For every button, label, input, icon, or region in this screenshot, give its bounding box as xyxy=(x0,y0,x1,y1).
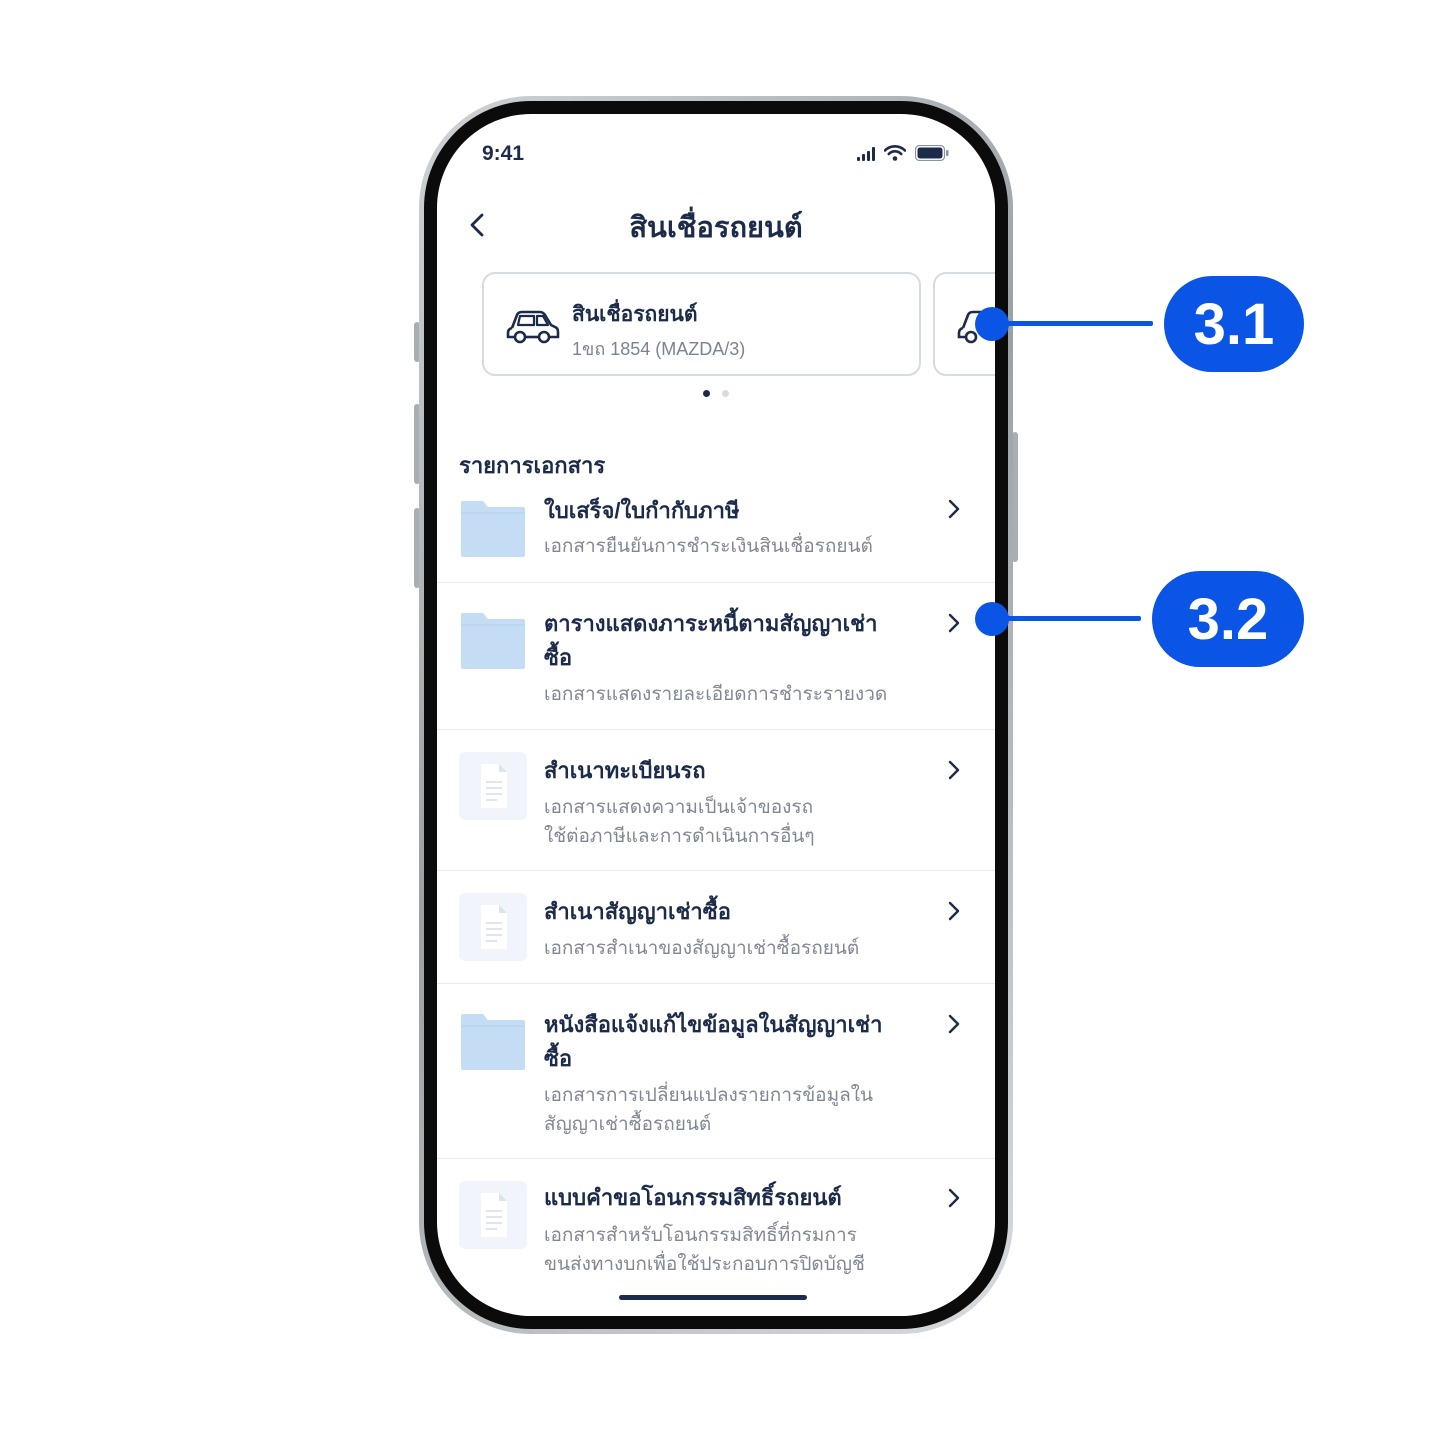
document-list: ใบเสร็จ/ใบกำกับภาษี เอกสารยืนยันการชำระเ… xyxy=(437,484,995,1299)
power-button xyxy=(1012,432,1018,562)
volume-up-button xyxy=(414,404,420,484)
silent-switch xyxy=(414,322,420,362)
loan-card[interactable]: สินเชื่อรถยนต์ 1ขถ 1854 (MAZDA/3) xyxy=(482,272,921,376)
document-description: เอกสารสำหรับโอนกรรมสิทธิ์ที่กรมการขนส่งท… xyxy=(544,1225,865,1275)
document-item-debt-schedule[interactable]: ตารางแสดงภาระหนี้ตามสัญญาเช่าซื้อ เอกสาร… xyxy=(437,583,995,730)
folder-icon xyxy=(461,501,525,557)
phone-bezel: 9:41 สินเชื่อรถยนต์ xyxy=(424,101,1008,1329)
callout-connector-line xyxy=(995,616,1141,621)
callout-badge: 3.2 xyxy=(1152,571,1304,667)
document-item-registration-copy[interactable]: สำเนาทะเบียนรถ เอกสารแสดงความเป็นเจ้าของ… xyxy=(437,730,995,871)
document-icon xyxy=(459,1181,527,1249)
battery-icon xyxy=(915,145,949,161)
document-title: ตารางแสดงภาระหนี้ตามสัญญาเช่าซื้อ xyxy=(544,611,878,670)
chevron-right-icon[interactable] xyxy=(944,759,964,781)
document-description: เอกสารการเปลี่ยนแปลงรายการข้อมูลในสัญญาเ… xyxy=(544,1085,874,1135)
document-description: เอกสารแสดงรายละเอียดการชำระรายงวด xyxy=(544,684,888,705)
phone-frame: 9:41 สินเชื่อรถยนต์ xyxy=(419,96,1013,1334)
document-icon xyxy=(459,752,527,820)
document-item-contract-copy[interactable]: สำเนาสัญญาเช่าซื้อ เอกสารสำเนาของสัญญาเช… xyxy=(437,871,995,984)
carousel-dots xyxy=(437,390,995,397)
car-icon xyxy=(506,310,560,344)
card-plate: 1ขถ 1854 (MAZDA/3) xyxy=(572,339,746,359)
signal-icon xyxy=(857,147,875,161)
status-time: 9:41 xyxy=(482,142,525,165)
section-title: รายการเอกสาร xyxy=(459,453,606,478)
volume-down-button xyxy=(414,508,420,588)
callout-badge: 3.1 xyxy=(1164,276,1304,372)
document-title: สำเนาสัญญาเช่าซื้อ xyxy=(544,899,731,924)
chevron-right-icon[interactable] xyxy=(944,1013,964,1035)
document-title: แบบคำขอโอนกรรมสิทธิ์รถยนต์ xyxy=(544,1185,842,1210)
chevron-right-icon[interactable] xyxy=(944,1187,964,1209)
document-icon xyxy=(459,893,527,961)
back-chevron-icon[interactable] xyxy=(465,212,491,238)
document-title: หนังสือแจ้งแก้ไขข้อมูลในสัญญาเช่าซื้อ xyxy=(544,1012,883,1071)
document-description: เอกสารสำเนาของสัญญาเช่าซื้อรถยนต์ xyxy=(544,938,860,959)
card-title: สินเชื่อรถยนต์ xyxy=(572,303,698,326)
document-title: ใบเสร็จ/ใบกำกับภาษี xyxy=(544,498,740,523)
document-item-amendment-notice[interactable]: หนังสือแจ้งแก้ไขข้อมูลในสัญญาเช่าซื้อ เอ… xyxy=(437,984,995,1159)
document-description: เอกสารแสดงความเป็นเจ้าของรถใช้ต่อภาษีและ… xyxy=(544,797,815,847)
folder-icon xyxy=(461,1014,525,1070)
page-title: สินเชื่อรถยนต์ xyxy=(629,212,803,244)
document-item-receipt[interactable]: ใบเสร็จ/ใบกำกับภาษี เอกสารยืนยันการชำระเ… xyxy=(437,484,995,583)
chevron-right-icon[interactable] xyxy=(944,498,964,520)
home-indicator[interactable] xyxy=(619,1295,807,1300)
chevron-right-icon[interactable] xyxy=(944,900,964,922)
wifi-icon xyxy=(884,145,906,161)
document-title: สำเนาทะเบียนรถ xyxy=(544,758,706,783)
carousel-dot-active[interactable] xyxy=(703,390,710,397)
status-icons xyxy=(857,145,949,161)
carousel-dot[interactable] xyxy=(722,390,729,397)
document-item-transfer-request[interactable]: แบบคำขอโอนกรรมสิทธิ์รถยนต์ เอกสารสำหรับโ… xyxy=(437,1159,995,1299)
chevron-right-icon[interactable] xyxy=(944,612,964,634)
document-description: เอกสารยืนยันการชำระเงินสินเชื่อรถยนต์ xyxy=(544,536,873,557)
folder-icon xyxy=(461,613,525,669)
callout-connector-line xyxy=(995,321,1153,326)
phone-screen: 9:41 สินเชื่อรถยนต์ xyxy=(437,114,995,1316)
